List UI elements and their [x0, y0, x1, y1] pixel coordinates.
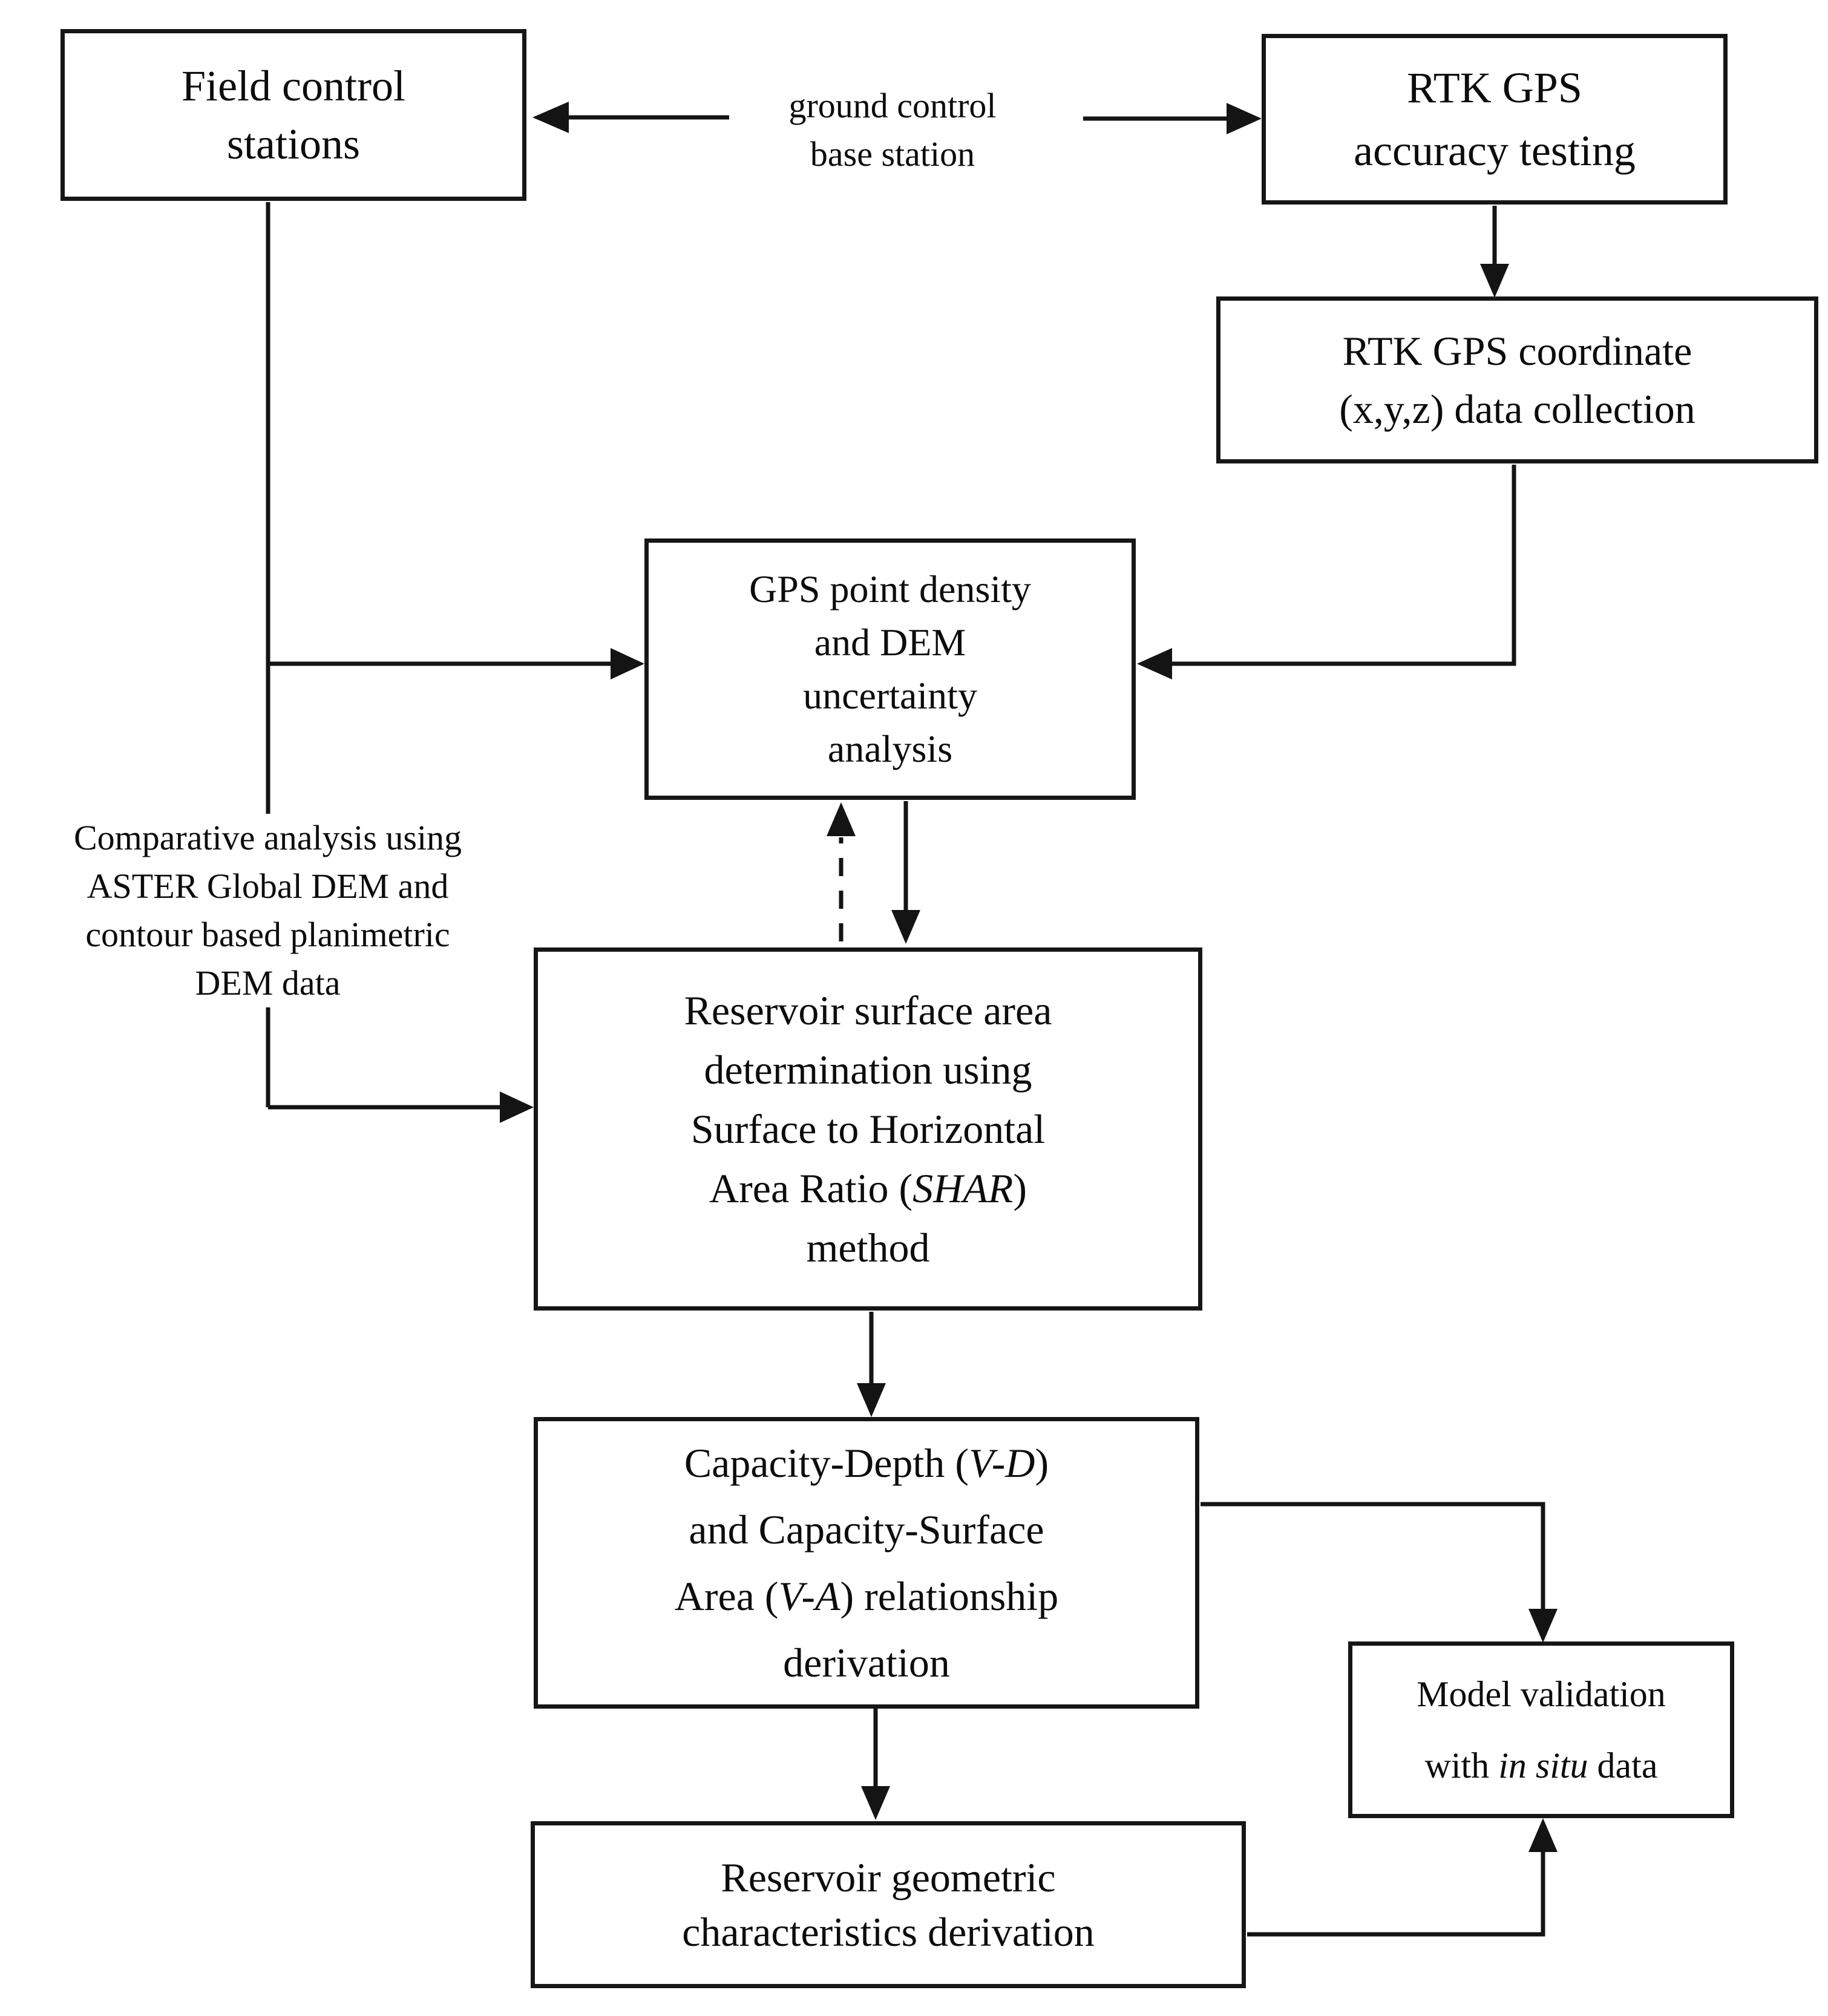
- text-line: and Capacity-Surface: [689, 1507, 1044, 1553]
- text-line: Reservoir geometric: [721, 1854, 1056, 1900]
- dashed-arrow-reservoir-surface-to-gps-density: [827, 802, 856, 941]
- node-gps-point-density-dem-uncertainty: GPS point density and DEM uncertainty analy…: [644, 538, 1136, 800]
- arrow-gps-density-to-reservoir-surface: [891, 801, 920, 944]
- text-line: derivation: [783, 1640, 950, 1686]
- arrowhead-right: [1227, 103, 1262, 134]
- text-line: and DEM: [814, 621, 966, 664]
- text-line: DEM data: [195, 963, 341, 1003]
- arrowhead-left: [532, 102, 569, 133]
- arrow-capacity-to-model-validation: [1201, 1502, 1558, 1643]
- text-line: Reservoir surface area: [684, 987, 1052, 1033]
- text-line: RTK GPS coordinate: [1342, 328, 1692, 374]
- text-line: stations: [226, 120, 360, 168]
- text-line: contour based planimetric: [85, 915, 450, 954]
- arrow-rtk-coordinate-to-gps-density: [1137, 465, 1516, 679]
- text-line: GPS point density: [749, 568, 1031, 610]
- arrowhead-down: [1480, 264, 1509, 298]
- arrowhead-right: [500, 1091, 534, 1123]
- arrow-rtk-accuracy-to-rtk-coordinate: [1480, 206, 1509, 298]
- text-line: Area Ratio (SHAR): [709, 1165, 1027, 1211]
- label-ground-control-base-station: ground control base station: [696, 82, 1089, 178]
- node-reservoir-geometric-characteristics: Reservoir geometric characteristics deriv…: [531, 1821, 1246, 1988]
- text-line: method: [806, 1225, 930, 1271]
- arrowhead-left: [1137, 648, 1172, 679]
- text-line: Surface to Horizontal: [690, 1106, 1046, 1152]
- node-capacity-depth-surface-relationship: Capacity-Depth (V-D) and Capacity-Surface…: [534, 1417, 1199, 1709]
- text-line: characteristics derivation: [682, 1909, 1095, 1955]
- text-line: RTK GPS: [1407, 64, 1582, 112]
- text-line: Field control: [182, 62, 405, 110]
- node-field-control-stations: Field control stations: [61, 29, 526, 201]
- arrowhead-down: [891, 910, 920, 944]
- text-line: (x,y,z) data collection: [1339, 386, 1695, 432]
- arrow-trunk-to-gps-density: [268, 648, 644, 679]
- node-reservoir-surface-area-shar: Reservoir surface area determination usin…: [534, 947, 1202, 1311]
- node-rtk-gps-coordinate-data-collection: RTK GPS coordinate (x,y,z) data collectio…: [1216, 296, 1818, 463]
- text-line: accuracy testing: [1354, 126, 1636, 175]
- arrowhead-up: [827, 802, 856, 836]
- arrowhead-down: [861, 1786, 890, 1820]
- text-line: Comparative analysis using: [73, 818, 462, 857]
- text-line: uncertainty: [803, 674, 977, 717]
- arrow-reservoir-geometric-to-model-validation: [1247, 1818, 1558, 1937]
- text-line: with in situ data: [1424, 1746, 1658, 1785]
- arrow-ground-control-to-rtk-accuracy: [1083, 103, 1262, 134]
- text-line: Model validation: [1417, 1674, 1666, 1714]
- node-model-validation-in-situ: Model validation with in situ data: [1348, 1641, 1734, 1818]
- arrowhead-down: [857, 1383, 886, 1417]
- arrowhead-down: [1528, 1609, 1558, 1643]
- text-line: ASTER Global DEM and: [87, 866, 449, 906]
- text-line: analysis: [827, 727, 953, 770]
- arrow-trunk-to-reservoir-surface: [268, 1091, 534, 1123]
- text-line: base station: [810, 134, 975, 174]
- arrow-capacity-to-reservoir-geometric: [861, 1709, 890, 1820]
- arrow-ground-control-to-field-stations: [532, 102, 729, 133]
- text-line: ground control: [788, 86, 997, 125]
- arrow-reservoir-surface-to-capacity: [857, 1312, 886, 1417]
- arrowhead-right: [611, 648, 644, 679]
- arrowhead-up: [1528, 1818, 1558, 1852]
- text-line: Capacity-Depth (V-D): [684, 1440, 1049, 1486]
- text-line: Area (V-A) relationship: [674, 1573, 1059, 1619]
- node-rtk-gps-accuracy-testing: RTK GPS accuracy testing: [1262, 34, 1728, 205]
- text-line: determination using: [704, 1047, 1032, 1093]
